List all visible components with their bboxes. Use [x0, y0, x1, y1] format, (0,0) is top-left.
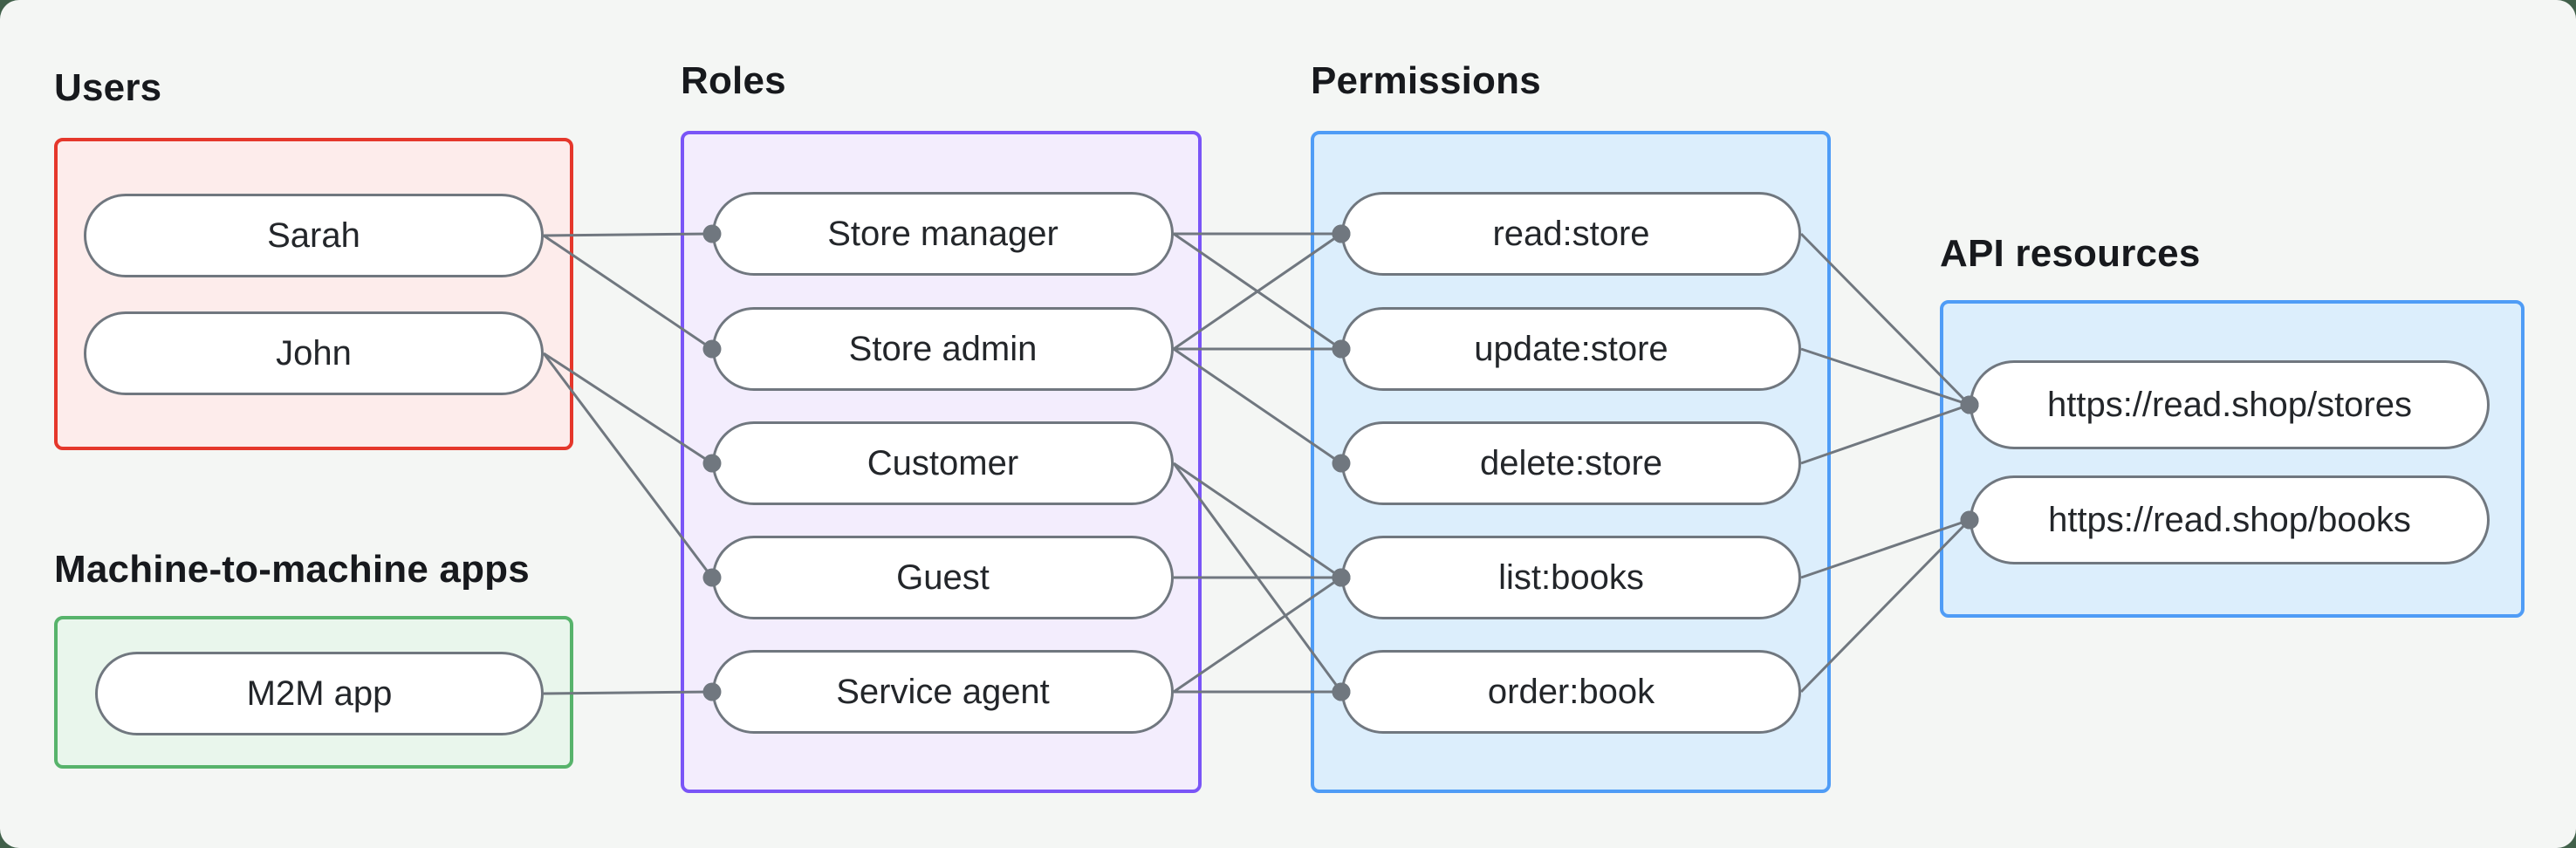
node-customer: Customer — [712, 421, 1174, 505]
node-delete-store: delete:store — [1341, 421, 1801, 505]
node-store-admin: Store admin — [712, 307, 1174, 391]
node-john: John — [84, 311, 544, 395]
node-guest: Guest — [712, 536, 1174, 619]
node-update-store: update:store — [1341, 307, 1801, 391]
api-group-box — [1940, 300, 2525, 618]
roles-group-title: Roles — [681, 59, 786, 102]
node-store-manager: Store manager — [712, 192, 1174, 276]
api-group-title: API resources — [1940, 232, 2201, 275]
permissions-group-title: Permissions — [1311, 59, 1541, 102]
node-read-store: read:store — [1341, 192, 1801, 276]
node-order-book: order:book — [1341, 650, 1801, 734]
node-api-books: https://read.shop/books — [1970, 475, 2490, 564]
node-sarah: Sarah — [84, 194, 544, 277]
node-list-books: list:books — [1341, 536, 1801, 619]
users-group-box — [54, 138, 573, 450]
node-api-stores: https://read.shop/stores — [1970, 360, 2490, 449]
node-service-agent: Service agent — [712, 650, 1174, 734]
node-m2m-app: M2M app — [95, 652, 544, 735]
users-group-title: Users — [54, 66, 162, 109]
m2m-group-title: Machine-to-machine apps — [54, 548, 530, 591]
